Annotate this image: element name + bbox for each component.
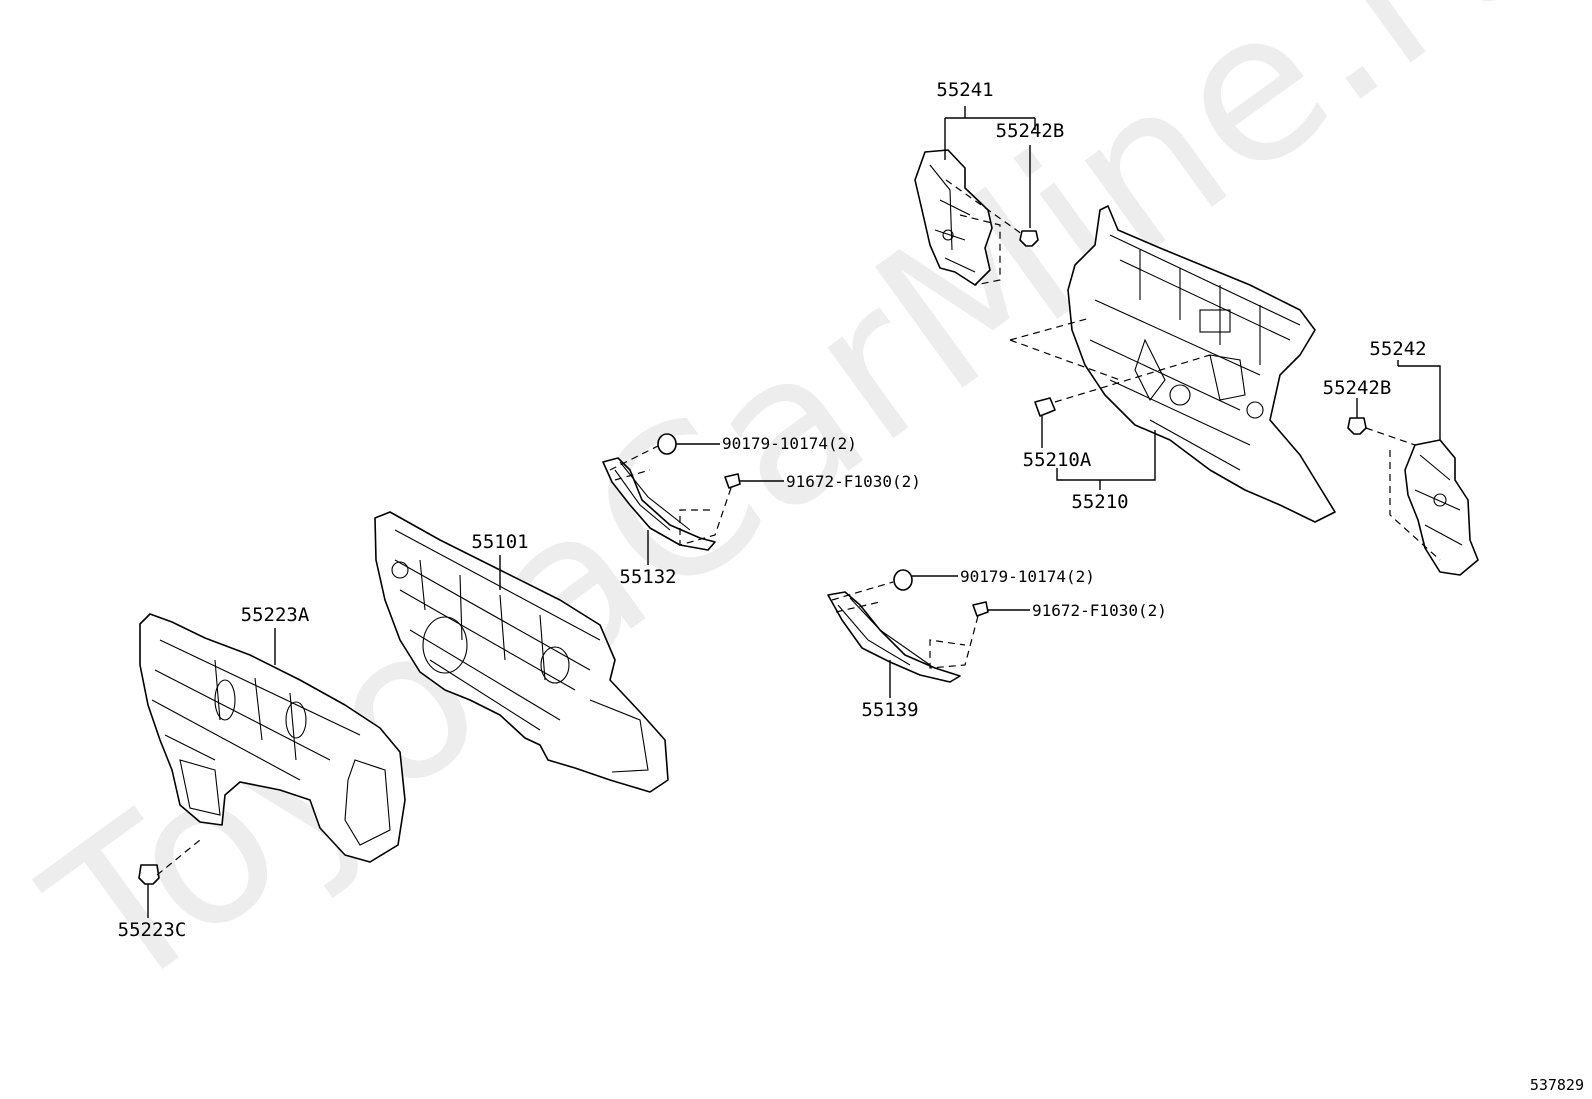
callout-90179-10174-a[interactable]: 90179-10174(2) <box>722 434 857 453</box>
callout-55210[interactable]: 55210 <box>1071 491 1128 513</box>
bolt-55210A[interactable] <box>1034 397 1056 417</box>
callout-55101[interactable]: 55101 <box>471 531 528 553</box>
watermark: ToyotaCarMine.ru <box>8 0 1592 1040</box>
callout-55242B-right[interactable]: 55242B <box>1323 377 1392 399</box>
diagram-code: 537829 <box>1530 1076 1584 1094</box>
bolt-91672-a[interactable] <box>724 473 741 489</box>
bracket-55242-part[interactable] <box>1404 439 1479 576</box>
callout-55242B-top[interactable]: 55242B <box>996 120 1065 142</box>
clip-55242B-right[interactable] <box>1347 417 1367 435</box>
insulator-55132-part[interactable] <box>602 457 716 551</box>
callout-55210A[interactable]: 55210A <box>1023 449 1092 471</box>
dash-panel-55101-part[interactable] <box>374 511 669 793</box>
clip-90179-b[interactable] <box>893 569 913 591</box>
callout-90179-10174-b[interactable]: 90179-10174(2) <box>960 567 1095 586</box>
clip-55242B-top[interactable] <box>1019 230 1039 247</box>
callout-91672-F1030-b[interactable]: 91672-F1030(2) <box>1032 601 1167 620</box>
callout-55223C[interactable]: 55223C <box>118 919 187 941</box>
dash-panel-55210-part[interactable] <box>1067 205 1336 523</box>
callout-55223A[interactable]: 55223A <box>241 604 310 626</box>
bracket-55241-part[interactable] <box>914 149 993 286</box>
clip-90179-a[interactable] <box>657 433 677 455</box>
callout-55132[interactable]: 55132 <box>619 566 676 588</box>
callout-55242[interactable]: 55242 <box>1369 338 1426 360</box>
insulator-55139-part[interactable] <box>827 591 961 683</box>
clip-55223C[interactable] <box>138 864 160 885</box>
callout-55241[interactable]: 55241 <box>936 79 993 101</box>
silencer-55223A-part[interactable] <box>139 613 406 863</box>
callout-55139[interactable]: 55139 <box>861 699 918 721</box>
callout-91672-F1030-a[interactable]: 91672-F1030(2) <box>786 472 921 491</box>
bolt-91672-b[interactable] <box>972 601 989 617</box>
